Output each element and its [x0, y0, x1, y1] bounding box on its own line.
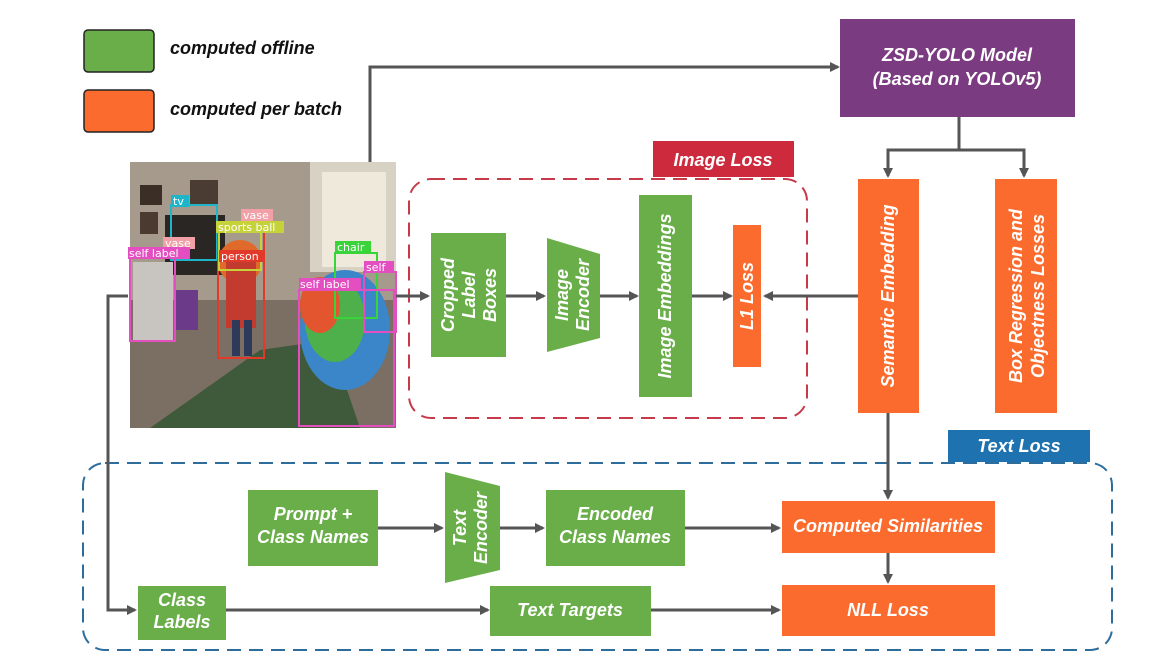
svg-text:vase: vase	[243, 209, 269, 222]
text-loss-title: Text Loss	[977, 436, 1060, 456]
legend-offline-swatch	[83, 29, 155, 73]
prompt-label-line2: Class Names	[257, 527, 369, 547]
svg-text:tv: tv	[173, 195, 184, 208]
svg-text:person: person	[221, 250, 259, 263]
svg-text:self: self	[366, 261, 387, 274]
text-targets-box	[490, 586, 651, 636]
image-embeddings-label: Image Embeddings	[655, 213, 675, 378]
legend-per-batch-label: computed per batch	[170, 99, 342, 119]
detection-labels: tv vase vase sports ball person self lab…	[128, 195, 394, 291]
image-embeddings-box	[639, 195, 692, 397]
svg-text:Label: Label	[459, 270, 479, 318]
text-targets-label: Text Targets	[517, 600, 623, 620]
svg-text:vase: vase	[165, 237, 191, 250]
model-title-line1: ZSD-YOLO Model	[881, 45, 1033, 65]
model-title-line2: (Based on YOLOv5)	[873, 69, 1042, 89]
encoded-label-line2: Class Names	[559, 527, 671, 547]
image-encoder-label: Image Encoder	[552, 258, 593, 331]
semantic-embedding-box	[858, 179, 919, 413]
legend-offline-label: computed offline	[170, 38, 315, 58]
svg-text:self label: self label	[300, 278, 350, 291]
class-labels-box	[138, 586, 226, 640]
nll-loss-label: NLL Loss	[847, 600, 929, 620]
cropped-label-boxes-label: Cropped Label Boxes	[438, 257, 500, 332]
svg-text:Encoder: Encoder	[573, 258, 593, 331]
encoded-class-names-box	[546, 490, 685, 566]
class-labels-line1: Class	[158, 590, 206, 610]
image-loss-tag	[653, 141, 794, 177]
box-regression-label: Box Regression and Objectness Losses	[1006, 208, 1048, 383]
svg-text:Box Regression and: Box Regression and	[1006, 208, 1026, 383]
image-loss-title: Image Loss	[673, 150, 772, 170]
connectors	[106, 62, 1029, 615]
svg-text:Objectness Losses: Objectness Losses	[1028, 214, 1048, 378]
svg-text:self label: self label	[129, 247, 179, 260]
class-labels-line2: Labels	[153, 612, 210, 632]
image-encoder-trapezoid	[547, 238, 600, 352]
computed-similarities-box	[782, 501, 995, 553]
cropped-label-boxes-box	[431, 233, 506, 357]
semantic-embedding-label: Semantic Embedding	[878, 204, 898, 387]
svg-text:chair: chair	[337, 241, 365, 254]
box-regression-box	[995, 179, 1057, 413]
l1-loss-label: L1 Loss	[737, 262, 757, 330]
image-loss-frame	[408, 178, 808, 419]
svg-text:Cropped: Cropped	[438, 257, 458, 332]
svg-text:Image: Image	[552, 269, 572, 321]
prompt-label-line1: Prompt +	[274, 504, 353, 524]
text-encoder-trapezoid	[445, 472, 500, 583]
text-loss-tag	[948, 430, 1090, 462]
svg-text:Boxes: Boxes	[480, 268, 500, 322]
zsd-yolo-model-box	[840, 19, 1075, 117]
legend-per-batch-swatch	[83, 89, 155, 133]
svg-text:Text: Text	[450, 509, 470, 546]
text-loss-frame	[82, 462, 1113, 651]
svg-text:Encoder: Encoder	[471, 491, 491, 564]
prompt-class-names-box	[248, 490, 378, 566]
encoded-label-line1: Encoded	[577, 504, 654, 524]
svg-text:sports ball: sports ball	[218, 221, 275, 234]
nll-loss-box	[782, 585, 995, 636]
computed-similarities-label: Computed Similarities	[793, 516, 983, 536]
l1-loss-box	[733, 225, 761, 367]
text-encoder-label: Text Encoder	[450, 491, 491, 564]
